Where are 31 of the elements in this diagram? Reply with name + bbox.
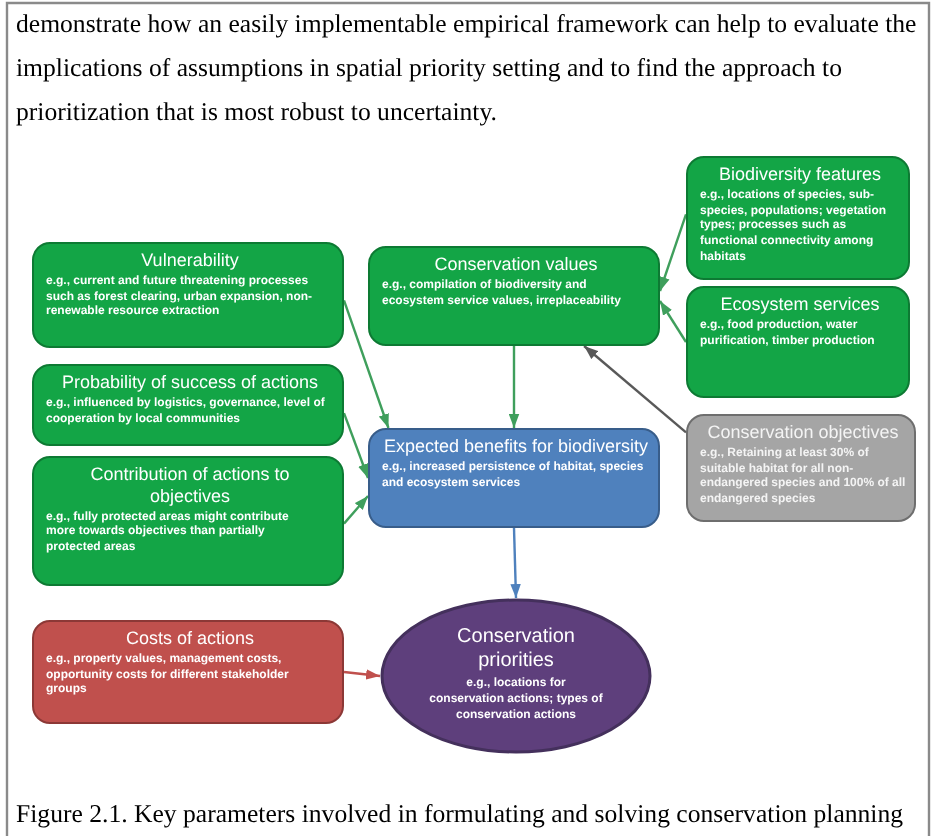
box-heading: Probability of success of actions <box>59 372 321 394</box>
arrow <box>343 669 381 680</box>
process-box <box>686 286 910 398</box>
process-box <box>368 428 660 528</box>
box-heading: Expected benefits for biodiversity <box>382 436 650 458</box>
box-heading: Conservation values <box>432 254 600 276</box>
arrow <box>583 345 687 434</box>
box-heading: Biodiversity features <box>716 164 884 186</box>
box-heading: Conservation priorities <box>455 626 577 675</box>
arrow <box>658 213 688 292</box>
process-box <box>686 414 916 522</box>
arrow <box>343 495 369 525</box>
box-heading: Vulnerability <box>139 250 241 272</box>
process-box <box>32 364 344 446</box>
box-heading: Contribution of actions to objectives <box>88 464 292 508</box>
process-box <box>32 620 344 724</box>
paragraph-text: demonstrate how an easily implementable empirical framework can help to evaluate the implications of assumptions in spatial priority setting and to find the approach to prioritization that is most robust to uncertainty. <box>16 8 919 130</box>
arrow <box>342 299 390 429</box>
process-box <box>686 156 910 280</box>
arrow <box>510 527 521 599</box>
process-box <box>32 242 344 348</box>
process-box <box>32 456 344 586</box>
figure-caption: Figure 2.1. Key parameters involved in formulating and solving conservation planning <box>16 798 904 830</box>
arrow <box>508 346 520 428</box>
arrow <box>342 412 370 479</box>
process-box <box>368 246 660 346</box>
ellipse-node <box>380 598 652 754</box>
arrow <box>659 300 687 343</box>
box-heading: Costs of actions <box>123 628 257 650</box>
box-heading: Conservation objectives <box>705 422 901 444</box>
box-heading: Ecosystem services <box>718 294 882 316</box>
